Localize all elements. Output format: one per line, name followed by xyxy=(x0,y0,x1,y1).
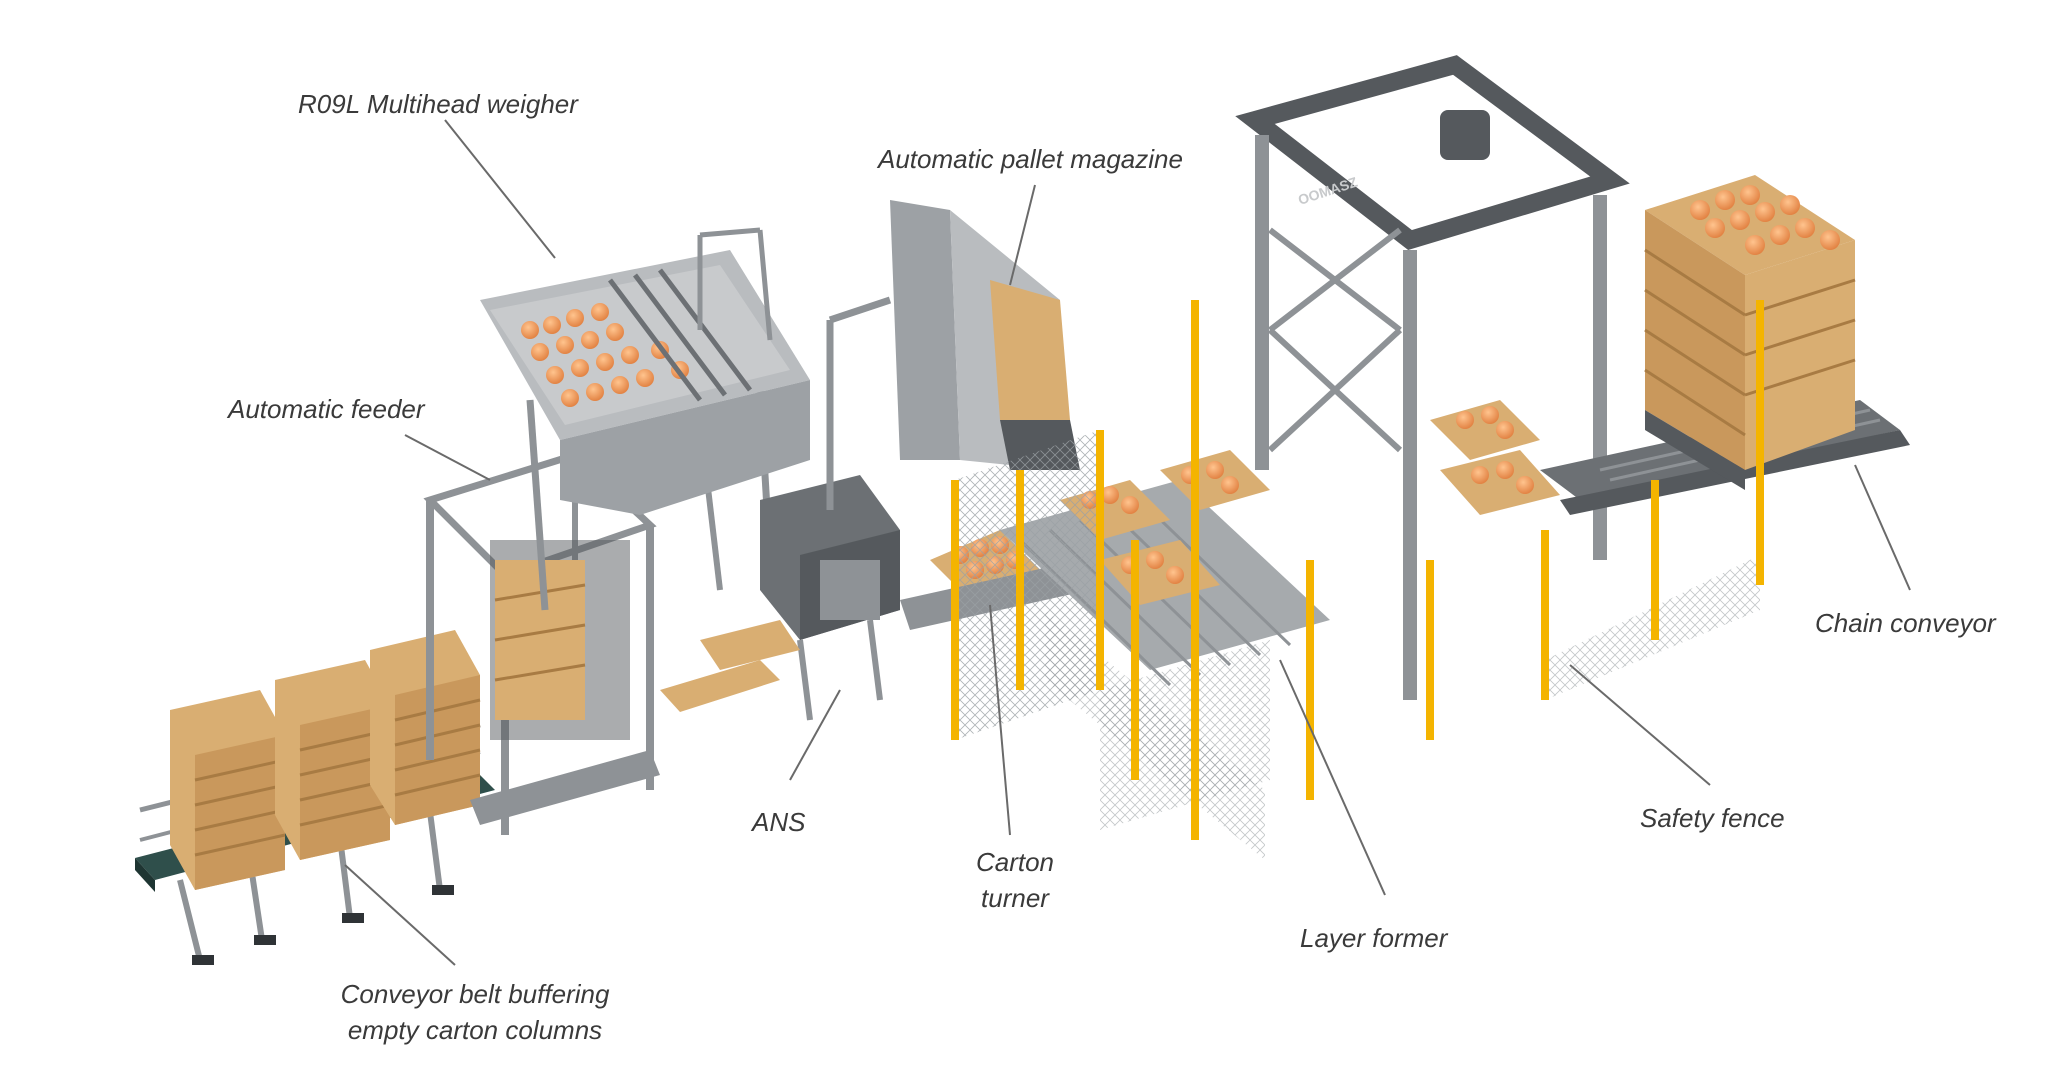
leader-line xyxy=(1569,664,1711,786)
ans-unit xyxy=(660,475,900,721)
label-automatic-feeder: Automatic feeder xyxy=(228,394,425,424)
label-pallet-magazine: Automatic pallet magazine xyxy=(878,144,1183,174)
empty-carton-stack xyxy=(370,630,481,825)
leader-line xyxy=(404,434,491,481)
label-chain-conveyor: Chain conveyor xyxy=(1815,608,1996,638)
leader-line xyxy=(789,689,841,781)
automatic-feeder xyxy=(423,451,660,835)
label-conveyor-line2: empty carton columns xyxy=(347,1015,603,1045)
label-carton-turner-line2: turner xyxy=(981,883,1049,913)
leader-line xyxy=(444,119,556,259)
leader-line xyxy=(1009,184,1036,286)
empty-carton-stack xyxy=(170,690,286,890)
palletizer-tower: OOMASZ xyxy=(1235,55,1630,700)
pallet-magazine xyxy=(826,200,1080,510)
label-ans: ANS xyxy=(752,807,806,837)
leader-line xyxy=(989,604,1011,836)
label-carton-turner: Carton turner xyxy=(960,844,1070,916)
safety-fence xyxy=(951,300,1764,860)
produce-carton xyxy=(1430,400,1560,515)
label-safety-fence: Safety fence xyxy=(1640,803,1785,833)
loaded-pallet xyxy=(1644,175,1856,490)
label-conveyor-line1: Conveyor belt buffering xyxy=(340,979,610,1009)
label-carton-turner-line1: Carton xyxy=(975,847,1055,877)
leader-line xyxy=(1279,659,1386,896)
leader-line xyxy=(344,864,456,966)
label-conveyor-belt: Conveyor belt buffering empty carton col… xyxy=(320,976,630,1048)
leader-line xyxy=(1854,464,1911,591)
multihead-weigher xyxy=(480,227,810,611)
label-layer-former: Layer former xyxy=(1300,923,1448,953)
label-weigher: R09L Multihead weigher xyxy=(298,89,578,119)
